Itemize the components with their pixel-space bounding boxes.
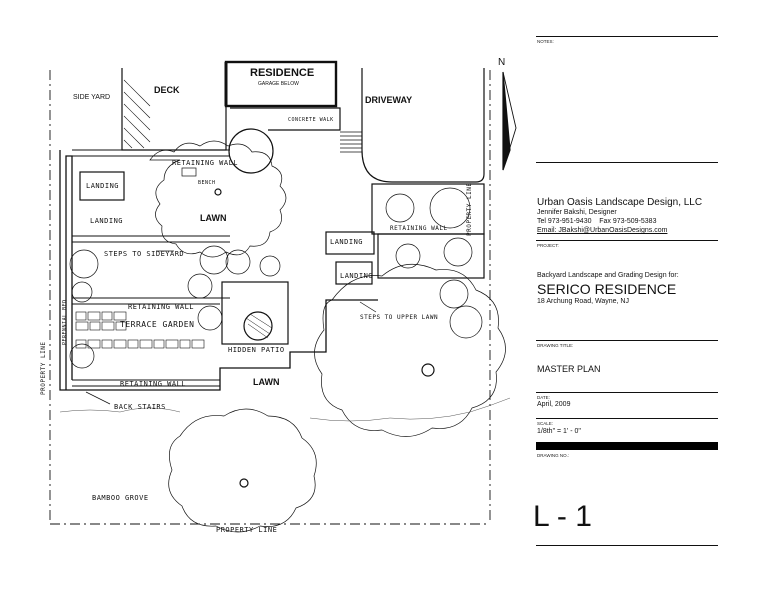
label-retaining-wall-low: RETAINING WALL: [120, 380, 187, 388]
label-perennial-bed: PERENNIAL BED: [62, 299, 68, 345]
north-label: N: [498, 57, 506, 68]
label-back-stairs: BACK STAIRS: [114, 403, 166, 411]
tb-phone: Tel 973-951-9430 Fax 973-509-5383: [537, 218, 657, 225]
tb-scale: 1/8th" = 1' - 0": [537, 428, 581, 435]
driveway-edge: [361, 68, 485, 183]
label-bamboo-grove: BAMBOO GROVE: [92, 494, 149, 502]
label-property-line-bottom: PROPERTY LINE: [216, 526, 278, 534]
tb-rule-notes: [536, 36, 718, 37]
label-retaining-wall-top: RETAINING WALL: [172, 159, 239, 167]
tb-black-bar: [536, 442, 718, 450]
label-retaining-wall-right: RETAINING WALL: [390, 225, 448, 232]
tb-drawing-no-label: DRAWING NO.:: [537, 453, 570, 458]
label-terrace-garden: TERRACE GARDEN: [120, 320, 195, 329]
tb-rule-title: [536, 340, 718, 341]
label-landing-right2: LANDING: [340, 272, 374, 280]
tb-scale-label: SCALE:: [537, 421, 554, 426]
concrete-walk: [230, 107, 341, 131]
upper-wall: [72, 149, 230, 157]
label-garage-below: GARAGE BELOW: [258, 81, 299, 87]
label-landing-left2: LANDING: [90, 217, 124, 225]
tb-project-desc: Backyard Landscape and Grading Design fo…: [537, 272, 679, 279]
lawn-tree-canopy: [149, 140, 287, 258]
tb-rule-bottom: [536, 545, 718, 546]
label-lawn-lower: LAWN: [253, 377, 280, 387]
tb-rule-scale: [536, 418, 718, 419]
deck-outline: [121, 68, 227, 151]
landing-left-box: [79, 171, 125, 201]
tb-rule-date: [536, 392, 718, 393]
round-patio: [228, 128, 274, 174]
hidden-patio: [221, 281, 289, 345]
bench-mark: [181, 167, 197, 177]
tb-rule-project: [536, 240, 718, 241]
label-concrete-walk: CONCRETE WALK: [288, 117, 334, 123]
steps-concrete: [340, 131, 362, 153]
label-landing-right: LANDING: [330, 238, 364, 246]
tb-drawing-title: MASTER PLAN: [537, 364, 601, 374]
tb-rule-company: [536, 162, 718, 163]
tb-project-label: PROJECT:: [537, 243, 559, 248]
patio-table: [243, 311, 273, 341]
right-bed-lower: [377, 233, 485, 279]
label-steps-to-upper-lawn: STEPS TO UPPER LAWN: [360, 314, 439, 321]
label-property-line-right: PROPERTY LINE: [466, 182, 473, 236]
ground-boundary: [59, 397, 511, 422]
label-lawn-upper: LAWN: [200, 213, 227, 223]
label-hidden-patio: HIDDEN PATIO: [228, 346, 285, 354]
bottom-tree-canopy: [168, 408, 317, 533]
landing-right-box2: [335, 261, 373, 285]
label-steps-to-sideyard: STEPS TO SIDEYARD: [104, 250, 185, 258]
tb-company: Urban Oasis Landscape Design, LLC: [537, 197, 703, 208]
label-landing-left: LANDING: [86, 182, 120, 190]
tb-designer: Jennifer Bakshi, Designer: [537, 209, 617, 216]
tb-date-label: DATE:: [537, 395, 550, 400]
tb-drawing-no: L - 1: [533, 500, 592, 533]
step-arrows: [85, 250, 377, 405]
landing-right-box: [325, 231, 375, 255]
label-deck: DECK: [154, 85, 180, 95]
label-bench: BENCH: [198, 180, 216, 186]
tb-email: Email: JBakshi@UrbanOasisDesigns.com: [537, 227, 668, 234]
label-property-line-left: PROPERTY LINE: [40, 341, 47, 395]
label-driveway: DRIVEWAY: [365, 95, 413, 105]
large-tree-canopy: [314, 263, 506, 437]
tb-drawing-title-label: DRAWING TITLE:: [537, 343, 574, 348]
tb-notes-label: NOTES:: [537, 39, 554, 44]
terrace-stones: [75, 311, 205, 349]
deck-hatching: [123, 79, 151, 149]
tb-date: April, 2009: [537, 401, 571, 408]
tb-address: 18 Archung Road, Wayne, NJ: [537, 298, 629, 305]
shrubs: [69, 187, 483, 369]
tb-project-name: SERICO RESIDENCE: [537, 281, 677, 297]
label-retaining-wall-mid: RETAINING WALL: [128, 303, 195, 311]
label-residence: RESIDENCE: [250, 67, 315, 79]
label-side-yard: SIDE YARD: [73, 94, 111, 101]
